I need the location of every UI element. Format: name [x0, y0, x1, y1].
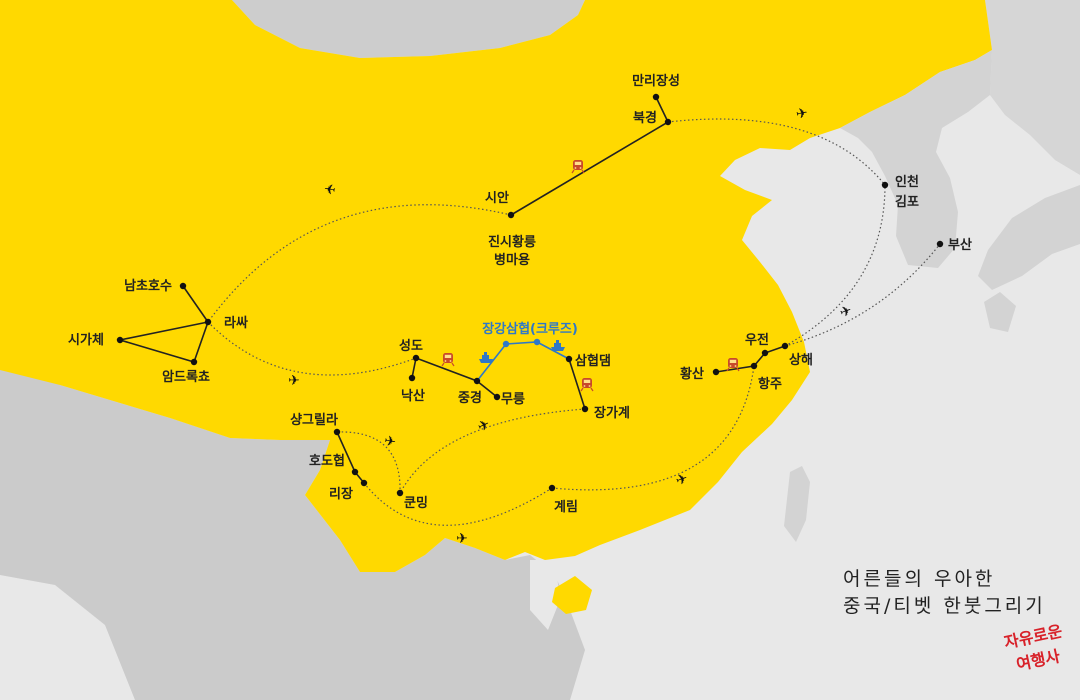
city-dot — [396, 489, 404, 497]
city-dots — [116, 93, 944, 497]
china-region — [0, 0, 992, 572]
city-dot — [507, 211, 515, 219]
airplane-icon: ✈ — [674, 470, 690, 489]
label-chengdu: 성도 — [399, 339, 423, 354]
city-dot — [351, 468, 359, 476]
city-dot — [408, 374, 416, 382]
city-dot — [750, 362, 758, 370]
land-mongolia — [232, 0, 585, 58]
airplane-icon: ✈ — [288, 373, 300, 389]
city-dot — [881, 181, 889, 189]
map-title-line2: 중국/티벳 한붓그리기 — [843, 595, 1046, 617]
city-dot — [652, 93, 660, 101]
label-leshan: 낙산 — [401, 388, 425, 404]
route-greatwall-beijing — [655, 96, 669, 123]
gulf-of-tonkin — [530, 560, 560, 630]
label-lhasa: 라싸 — [224, 315, 248, 331]
land-russia — [985, 0, 1080, 175]
label-three-gorges-dam: 삼협댐 — [575, 353, 611, 369]
city-dot — [781, 342, 789, 350]
label-great-wall: 만리장성 — [632, 73, 680, 89]
city-dot — [502, 340, 510, 348]
city-dot — [360, 479, 368, 487]
route-flight-lijiang-guilin — [363, 482, 553, 526]
label-guilin: 계림 — [554, 500, 578, 515]
label-wulong: 무릉 — [501, 392, 525, 407]
airplane-icon: ✈ — [383, 433, 397, 451]
city-dot — [548, 484, 556, 492]
city-dot — [581, 405, 589, 413]
label-yamdrok: 암드록쵸 — [162, 369, 210, 385]
label-tiger-leaping: 호도협 — [309, 453, 345, 469]
label-wuzhen: 우전 — [745, 332, 769, 348]
route-flight-kunming-shangrila — [336, 431, 401, 494]
train-icon — [726, 358, 740, 372]
label-incheon: 인천 — [895, 174, 919, 190]
land-taiwan — [784, 466, 810, 542]
land-japan — [978, 185, 1080, 290]
label-chongqing: 중경 — [458, 390, 482, 406]
airplane-icon: ✈ — [795, 105, 809, 123]
train-icon — [441, 353, 455, 367]
train-icon — [580, 378, 594, 392]
city-dot — [190, 358, 198, 366]
route-flight-lhasa-chengdu — [207, 321, 417, 376]
label-zhangjiajie: 장가계 — [594, 405, 630, 421]
brand-logo: 자유로운 여행사 — [1002, 621, 1064, 674]
city-dot — [493, 393, 501, 401]
label-xian: 시안 — [485, 190, 509, 206]
ship-icon — [551, 340, 565, 351]
city-dot — [204, 318, 212, 326]
land-kyushu — [984, 292, 1016, 332]
map-title-line1: 어른들의 우아한 — [843, 568, 995, 590]
label-shigatse: 시가체 — [68, 333, 104, 348]
city-dot — [473, 377, 481, 385]
label-busan: 부산 — [948, 237, 972, 253]
city-dot — [712, 368, 720, 376]
ship-icon — [479, 352, 493, 363]
label-three-gorges-cruise: 장강삼협(크루즈) — [482, 321, 578, 337]
city-dot — [533, 338, 541, 346]
city-dot — [936, 240, 944, 248]
label-namtso: 남초호수 — [124, 278, 172, 294]
route-chengdu-leshan — [411, 357, 417, 379]
label-hangzhou: 항주 — [758, 376, 782, 392]
place-labels: 만리장성 북경 시안 진시황릉 병마용 남초호수 라싸 시가체 암드록쵸 성도 … — [68, 73, 972, 515]
city-dot — [412, 354, 420, 362]
label-huangshan: 황산 — [680, 366, 704, 382]
airplane-icon: ✈ — [456, 531, 468, 547]
airplane-icon: ✈ — [838, 302, 854, 321]
label-gimpo: 김포 — [895, 195, 919, 210]
hainan-island — [552, 576, 592, 614]
label-terracotta: 병마용 — [494, 252, 530, 268]
label-beijing: 북경 — [633, 110, 657, 126]
train-icon — [571, 160, 585, 174]
label-shanghai: 상해 — [789, 352, 813, 368]
land-korea — [840, 50, 992, 268]
airplane-icon: ✈ — [323, 179, 337, 197]
city-dot — [333, 428, 341, 436]
city-dot — [116, 336, 124, 344]
route-flight-incheon-beijing — [667, 118, 886, 186]
label-shangrila: 샹그릴라 — [290, 412, 338, 428]
city-dot — [761, 349, 769, 357]
city-dot — [565, 355, 573, 363]
label-qin-tomb: 진시황릉 — [488, 234, 536, 250]
bay-of-bengal — [0, 575, 135, 700]
route-dam-zhangjiajie — [568, 358, 586, 410]
label-lijiang: 리장 — [329, 486, 353, 502]
label-kunming: 쿤밍 — [404, 495, 428, 511]
city-dot — [664, 118, 672, 126]
city-dot — [179, 282, 187, 290]
route-east-china — [715, 345, 786, 373]
route-flight-guilin-hangzhou — [551, 365, 755, 491]
route-beijing-xian — [510, 121, 669, 216]
land-southwest — [0, 360, 585, 700]
